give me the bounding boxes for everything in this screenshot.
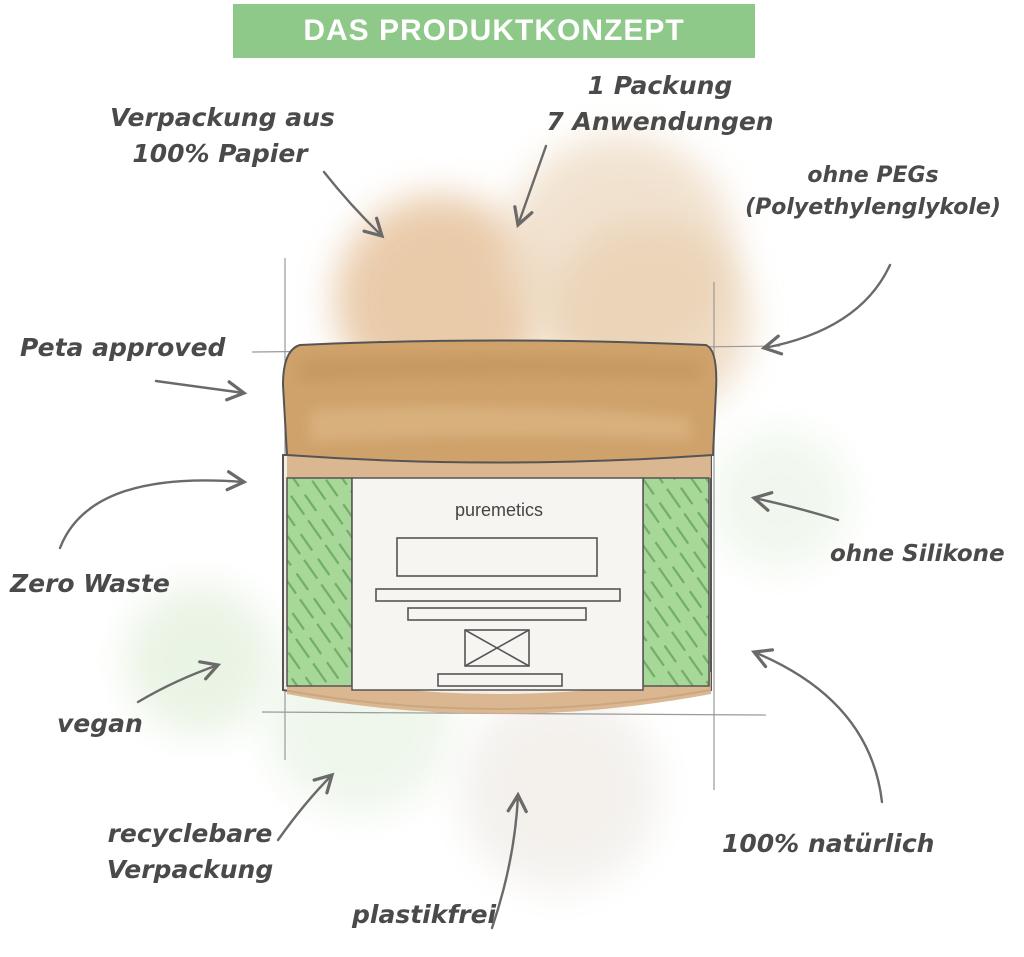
arrow-icon (490, 791, 528, 930)
arrow-icon (58, 470, 248, 550)
label-paper-packaging: Verpackung aus 100% Papier (110, 103, 335, 169)
label-leaf-pattern-left (286, 477, 353, 687)
label-natural: 100% natürlich (722, 829, 935, 858)
title-banner: DAS PRODUKTKONZEPT (233, 4, 755, 58)
label-no-silicone: ohne Silikone (830, 541, 1005, 567)
arrow-icon (276, 772, 335, 842)
label-no-pegs: ohne PEGs (Polyethylenglykole) (745, 163, 1001, 220)
label-panel (351, 477, 644, 691)
label-placeholders (375, 537, 621, 687)
brand-name: puremetics (454, 500, 544, 520)
label-peta-approved: Peta approved (20, 333, 226, 362)
arrow-icon (750, 648, 884, 804)
label-recyclable-packaging: recyclebare Verpackung (106, 819, 274, 885)
arrow-icon (136, 660, 222, 704)
arrow-icon (154, 379, 248, 402)
label-vegan: vegan (57, 709, 143, 738)
label-leaf-pattern-right (642, 477, 710, 687)
jar-lid (281, 339, 718, 464)
label-packs: 1 Packung 7 Anwendungen (546, 71, 774, 137)
image-placeholder-icon (464, 629, 530, 667)
label-plastic-free: plastikfrei (352, 900, 497, 929)
arrow-icon (760, 263, 892, 356)
page-title: DAS PRODUKTKONZEPT (303, 14, 685, 47)
label-zero-waste: Zero Waste (10, 569, 170, 598)
arrow-icon (322, 170, 385, 239)
arrow-icon (750, 491, 840, 522)
arrow-icon (513, 144, 548, 229)
annotation-arrows (58, 144, 892, 930)
